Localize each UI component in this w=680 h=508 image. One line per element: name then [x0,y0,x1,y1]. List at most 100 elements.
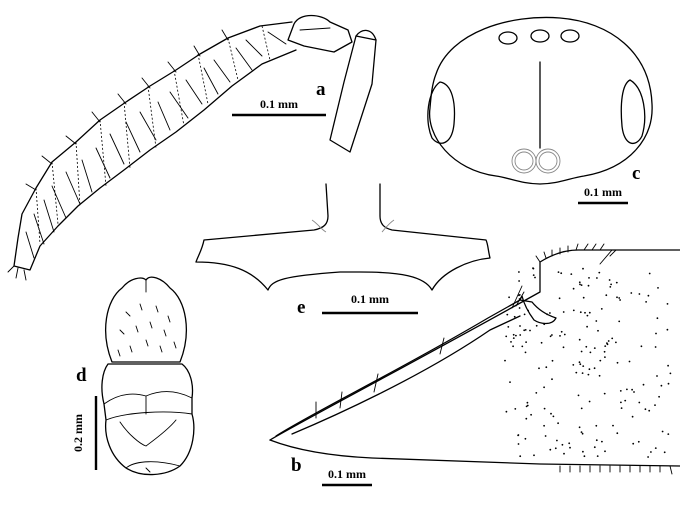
microtrichia-dot [519,334,522,336]
microtrichia-dot [620,401,622,404]
microtrichia-dot [660,384,663,387]
microtrichia-dot [562,346,565,349]
microtrichia-dot [578,361,581,364]
microtrichia-dot [618,297,621,299]
microtrichia-dot [524,437,527,440]
microtrichia-dot [518,271,520,273]
microtrichia-dot [580,284,583,286]
microtrichia-dot [593,367,596,370]
microtrichia-dot [557,271,560,273]
microtrichia-dot [663,451,666,454]
microtrichia-dot [601,440,603,443]
microtrichia-dot [598,374,601,377]
microtrichia-dot [572,309,575,312]
microtrichia-dot [523,329,526,332]
microtrichia-dot [554,447,557,450]
microtrichia-dot [578,426,581,429]
microtrichia-dot [549,448,552,451]
microtrichia-dot [598,271,601,274]
microtrichia-dot [534,276,536,279]
microtrichia-dot [655,332,657,335]
microtrichia-dot [644,408,647,411]
microtrichia-dot [582,365,585,367]
microtrichia-dot [656,375,658,377]
microtrichia-dot [561,443,564,446]
microtrichia-dot [595,320,598,322]
panel-b-label: b [291,455,302,476]
microtrichia-dot [638,401,641,404]
microtrichia-dot [647,294,650,297]
microtrichia-dot [563,452,565,455]
panel-e-label: e [297,297,305,318]
microtrichia-dot [517,443,520,445]
microtrichia-dot [657,287,659,289]
panel-e-plate-drawing [195,183,491,291]
microtrichia-dot [521,345,524,348]
microtrichia-dot [580,407,583,410]
panel-c-label: c [632,163,640,184]
microtrichia-dot [619,390,622,392]
microtrichia-dot [525,417,528,420]
microtrichia-dot [538,367,540,370]
microtrichia-dot [611,337,614,340]
panel-a-label: a [316,79,326,100]
microtrichia-dot [583,455,586,458]
microtrichia-dot [595,424,598,427]
microtrichia-dot [518,298,521,300]
panel-b-scale-bar: 0.1 mm [322,467,372,487]
microtrichia-dot [505,410,508,413]
microtrichia-dot [579,311,582,314]
microtrichia-dot [535,324,538,327]
microtrichia-dot [527,309,529,312]
microtrichia-dot [560,272,563,275]
microtrichia-dot [526,401,529,404]
panel-d-label: d [76,365,87,386]
microtrichia-dot [525,341,527,343]
microtrichia-dot [587,284,590,287]
microtrichia-dot [596,455,599,457]
microtrichia-dot [550,412,552,415]
microtrichia-dot [582,450,584,453]
panel-d-scale-label: 0.2 mm [71,414,85,452]
microtrichia-dot [588,311,591,314]
microtrichia-dot [544,435,547,437]
microtrichia-dot [551,334,553,336]
microtrichia-dot [519,325,521,327]
microtrichia-dot [512,345,514,348]
microtrichia-dot [600,308,603,310]
microtrichia-dot [586,314,589,317]
microtrichia-dot [556,439,558,442]
microtrichia-dot [529,329,531,332]
microtrichia-dot [630,292,633,294]
microtrichia-dot [563,333,566,336]
microtrichia-dot [572,364,575,366]
panel-d-scale-bar: 0.2 mm [71,396,98,470]
microtrichia-dot [610,283,612,286]
microtrichia-dot [645,301,647,303]
microtrichia-dot [533,454,535,457]
panel-c-scale-bar: 0.1 mm [578,185,628,205]
microtrichia-dot [570,273,573,275]
panel-a-scale-bar: 0.1 mm [232,97,326,117]
microtrichia-dot [654,346,657,348]
microtrichia-dot [661,430,664,433]
microtrichia-dot [526,404,529,407]
microtrichia-dot [628,360,631,363]
microtrichia-dot [530,413,532,416]
microtrichia-dot [589,351,592,354]
microtrichia-dot [631,415,634,418]
microtrichia-dot [604,356,606,358]
microtrichia-dot [606,342,608,344]
microtrichia-dot [669,372,672,375]
microtrichia-dot [648,272,651,275]
microtrichia-dot [513,315,516,318]
microtrichia-dot [615,281,618,284]
microtrichia-dot [552,415,555,418]
microtrichia-dot [648,409,651,412]
microtrichia-dot [616,432,619,435]
microtrichia-dot [582,267,584,270]
microtrichia-dot [577,394,580,397]
microtrichia-dot [593,446,596,449]
microtrichia-dot [599,359,602,362]
microtrichia-dot [515,334,517,337]
